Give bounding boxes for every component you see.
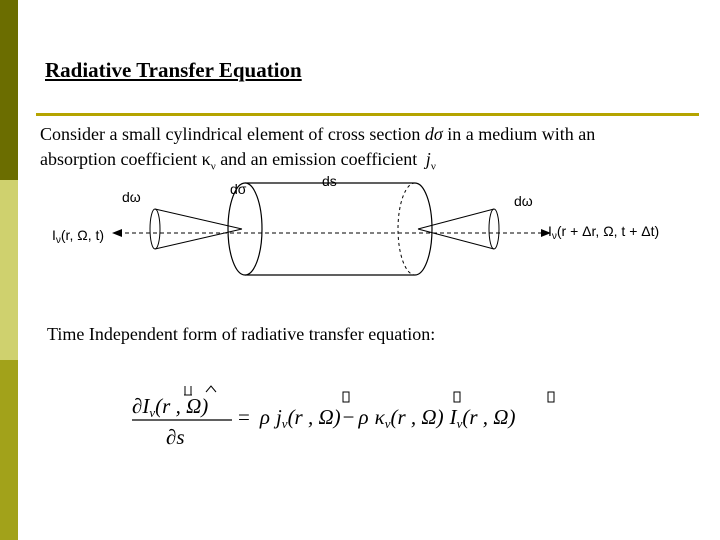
left-accent-bar-bottom (0, 360, 18, 540)
lhs-vector-mark (184, 386, 192, 396)
left-accent-bar-top (0, 0, 18, 180)
intro-line-2: absorption coefficient κν and an emissio… (40, 147, 700, 180)
domega-left-label: dω (122, 189, 141, 205)
right-intensity-symbol: I (548, 223, 552, 239)
j-term-sub: ν (282, 416, 288, 431)
kappa-term-sub: ν (385, 416, 391, 431)
intro-line-1: Consider a small cylindrical element of … (40, 122, 700, 147)
lhs-intensity-sub: ν (149, 405, 155, 420)
kappa-term: κ (375, 405, 386, 429)
left-arrowhead (112, 229, 122, 237)
j-subscript: ν (430, 160, 436, 173)
title-divider (36, 113, 699, 116)
rho-2: ρ (358, 405, 369, 429)
lhs-args: (r , Ω) (155, 394, 208, 418)
intro-text-1: Consider a small cylindrical element of … (40, 124, 425, 144)
rhs-vector-mark-1 (342, 391, 350, 403)
right-cone-base (488, 208, 500, 250)
lhs-hat-mark (205, 385, 217, 393)
rhs-vector-mark-3 (547, 391, 555, 403)
right-intensity-sub: ν (552, 231, 557, 242)
lhs-partial: ∂ (132, 394, 142, 418)
cylinder-diagram: ds dσ dω dω Iν(r, Ω, t) Iν(r + Δr, Ω, t … (52, 173, 659, 276)
dsigma-label: dσ (230, 181, 247, 197)
j-term: j (273, 405, 282, 429)
right-arrowhead (541, 229, 551, 237)
left-intensity-sub: ν (56, 235, 61, 246)
rhs-vector-mark-2 (453, 391, 461, 403)
right-intensity-label: Iν(r + Δr, Ω, t + Δt) (548, 223, 659, 242)
domega-right-label: dω (514, 193, 533, 209)
right-cone (417, 208, 495, 250)
left-intensity-args: (r, Ω, t) (61, 227, 104, 243)
equals-sign: = (238, 405, 250, 429)
intensity-term: I (449, 405, 458, 429)
left-intensity-symbol: I (52, 227, 56, 243)
intro-text-4: and an emission coefficient (215, 149, 422, 169)
cylinder-left-face (227, 182, 263, 276)
args-3: (r , Ω) (462, 405, 515, 429)
cylinder-body (245, 182, 415, 276)
cylinder-right-face-hidden (397, 182, 416, 276)
kappa-symbol: κ (201, 149, 211, 169)
kappa-subscript: ν (210, 160, 216, 173)
left-intensity-label: Iν(r, Ω, t) (52, 227, 104, 246)
j-symbol: j (425, 149, 431, 169)
intensity-term-sub: ν (457, 416, 463, 431)
cylinder-right-face (414, 182, 433, 276)
slide-title: Radiative Transfer Equation (45, 58, 302, 82)
left-cone (154, 208, 243, 250)
lhs-numerator: ∂Iν(r , Ω) (132, 394, 208, 420)
lhs-intensity: I (141, 394, 150, 418)
minus-sign: − (343, 405, 355, 429)
left-cone-base (149, 208, 161, 250)
lhs-denominator: ∂s (166, 425, 185, 449)
rho-1: ρ (259, 405, 270, 429)
left-accent-bar-middle (0, 180, 18, 360)
ds-label: ds (322, 173, 337, 189)
dsigma-symbol: dσ (424, 124, 443, 144)
equation-heading: Time Independent form of radiative trans… (47, 324, 436, 344)
args-1: (r , Ω) (288, 405, 341, 429)
right-intensity-args: (r + Δr, Ω, t + Δt) (557, 223, 659, 239)
intro-text-3: absorption coefficient (40, 149, 202, 169)
args-2: (r , Ω) (390, 405, 443, 429)
intro-text-2: in a medium with an (442, 124, 596, 144)
intro-paragraph: Consider a small cylindrical element of … (40, 122, 700, 180)
